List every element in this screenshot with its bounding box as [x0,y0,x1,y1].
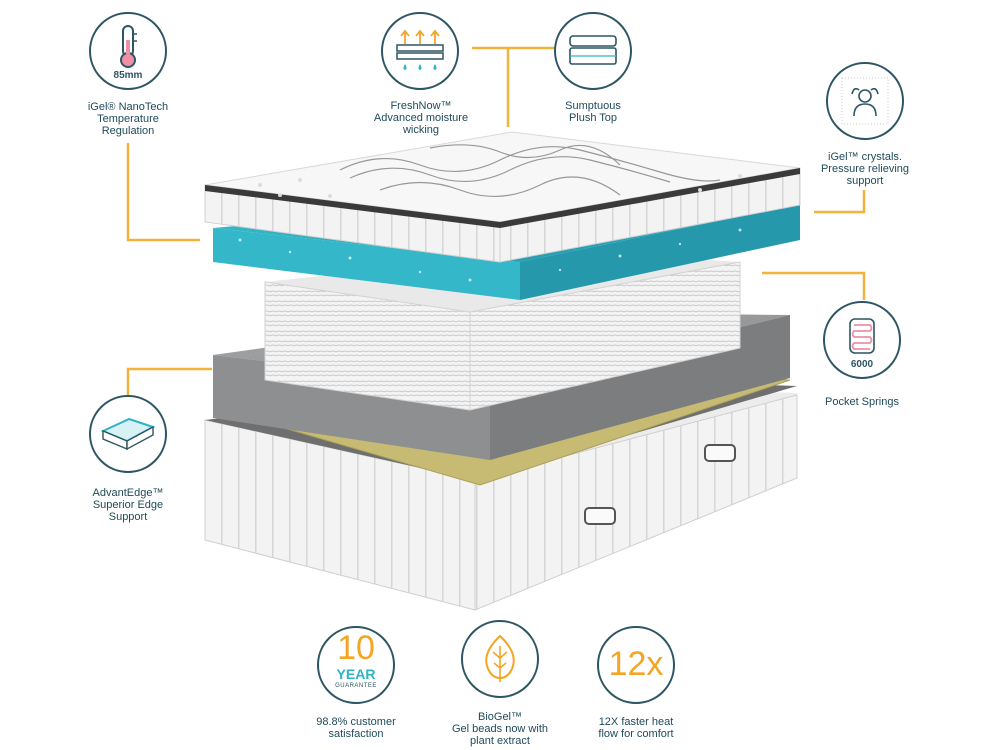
biogel-badge [461,620,539,698]
moisture-feature-badge [381,12,459,90]
guarantee-badge: 10 YEAR GUARANTEE [317,626,395,704]
edge-support-icon [100,417,156,451]
heat-multiplier: 12x [608,645,664,683]
temperature-label: iGel® NanoTech Temperature Regulation [87,101,169,137]
crystals-label: iGel™ crystals. Pressure relieving suppo… [820,151,910,187]
edge-label: AdvantEdge™ Superior Edge Support [92,487,164,523]
heat-flow-label: 12X faster heat flow for comfort [598,716,674,740]
moisture-wicking-icon [396,29,444,70]
guarantee-label: 98.8% customer satisfaction [316,716,396,740]
leaf-icon [485,634,515,682]
plush-top-icon [569,35,617,65]
springs-value: 6000 [850,359,874,370]
thermometer-icon [120,25,137,68]
guarantee-sub: GUARANTEE [335,683,377,689]
top-mattress [204,131,801,263]
temperature-value: 85mm [113,70,143,81]
springs-label: Pocket Springs [825,396,899,408]
edge-feature-badge [89,395,167,473]
relaxing-person-icon [841,77,889,125]
heat-flow-badge: 12x [597,626,675,704]
temperature-feature-badge: 85mm [89,12,167,90]
guarantee-number: 10 [337,629,375,667]
crystals-feature-badge [826,62,904,140]
moisture-label: FreshNow™ Advanced moisture wicking [373,100,469,136]
plush-top-feature-badge [554,12,632,90]
guarantee-word: YEAR [336,666,376,682]
coil-spring-icon [849,318,875,354]
springs-feature-badge: 6000 [823,301,901,379]
plush-top-label: Sumptuous Plush Top [565,100,621,124]
biogel-label: BioGel™ Gel beads now with plant extract [452,711,548,747]
